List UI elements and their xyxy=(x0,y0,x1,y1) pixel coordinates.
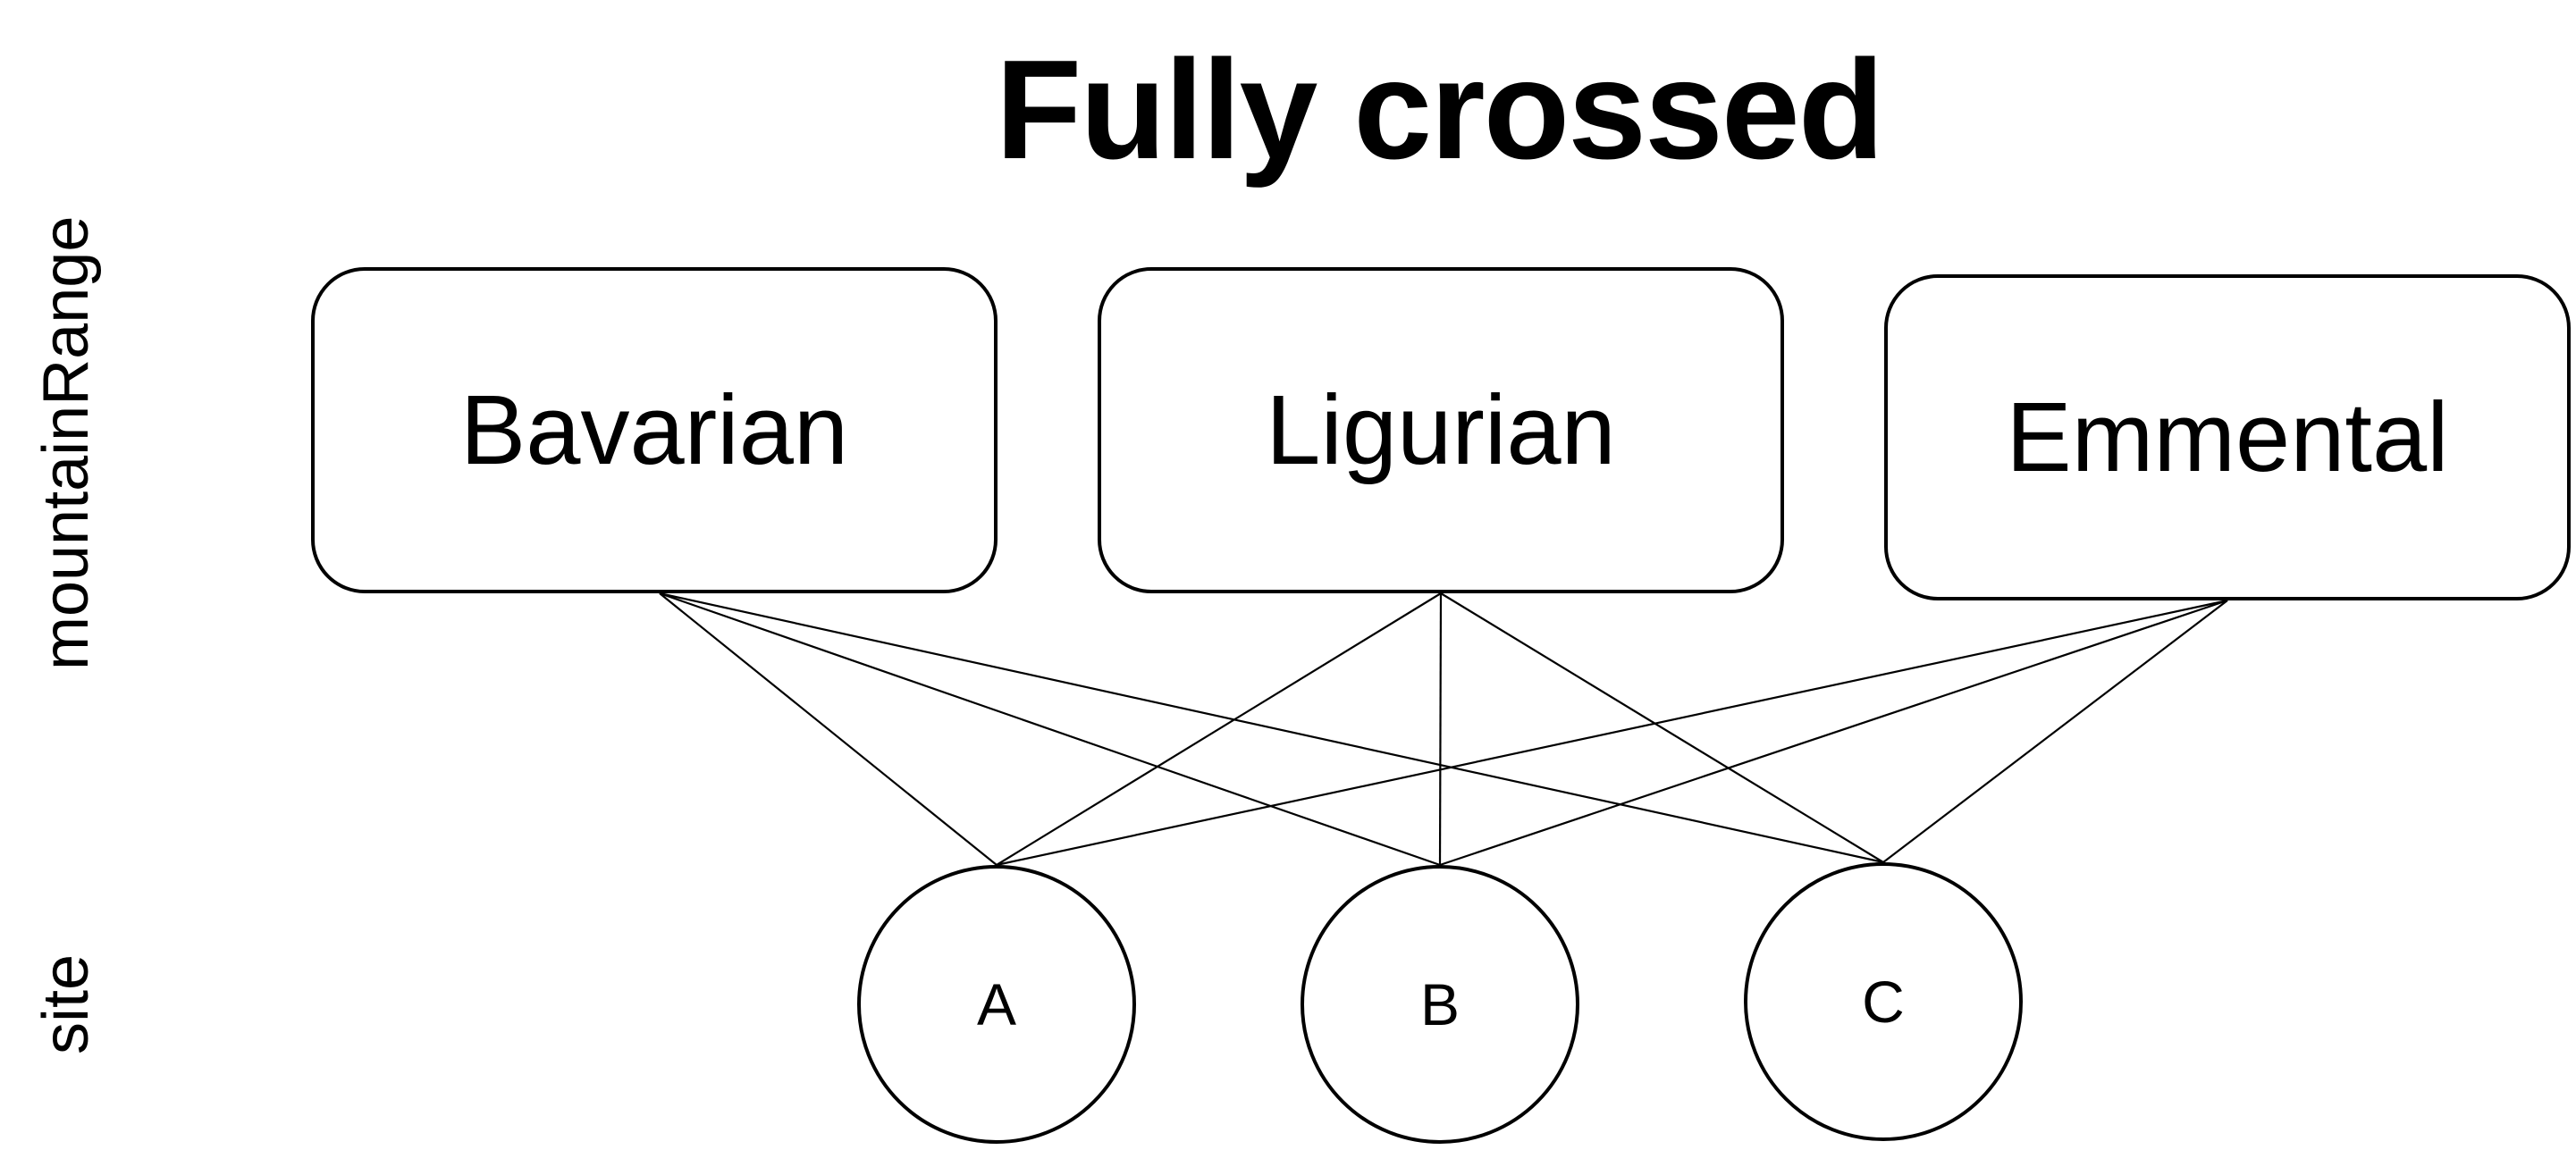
site-label: A xyxy=(976,971,1017,1037)
site-label: C xyxy=(1862,969,1905,1035)
site-node-a: A xyxy=(857,865,1136,1144)
site-node-c: C xyxy=(1744,862,2023,1141)
edge-emmental-b xyxy=(1439,599,2228,867)
edge-bavarian-b xyxy=(659,592,1441,867)
mountain-range-label: Ligurian xyxy=(1266,374,1616,485)
edge-bavarian-c xyxy=(659,592,1884,864)
edge-ligurian-c xyxy=(1440,592,1884,863)
edge-bavarian-a xyxy=(659,592,998,866)
edge-ligurian-a xyxy=(996,592,1442,866)
site-label: B xyxy=(1419,971,1461,1037)
mountain-range-box-bavarian: Bavarian xyxy=(311,267,998,593)
mountain-range-box-emmental: Emmental xyxy=(1884,274,2571,600)
mountain-range-box-ligurian: Ligurian xyxy=(1098,267,1784,593)
site-node-b: B xyxy=(1301,865,1579,1144)
mountain-range-label: Emmental xyxy=(2006,382,2449,492)
mountain-range-label: Bavarian xyxy=(459,374,849,485)
edge-emmental-a xyxy=(996,599,2228,867)
diagram-title: Fully crossed xyxy=(995,31,1885,189)
edge-emmental-c xyxy=(1882,600,2228,863)
edge-ligurian-b xyxy=(1438,592,1443,866)
